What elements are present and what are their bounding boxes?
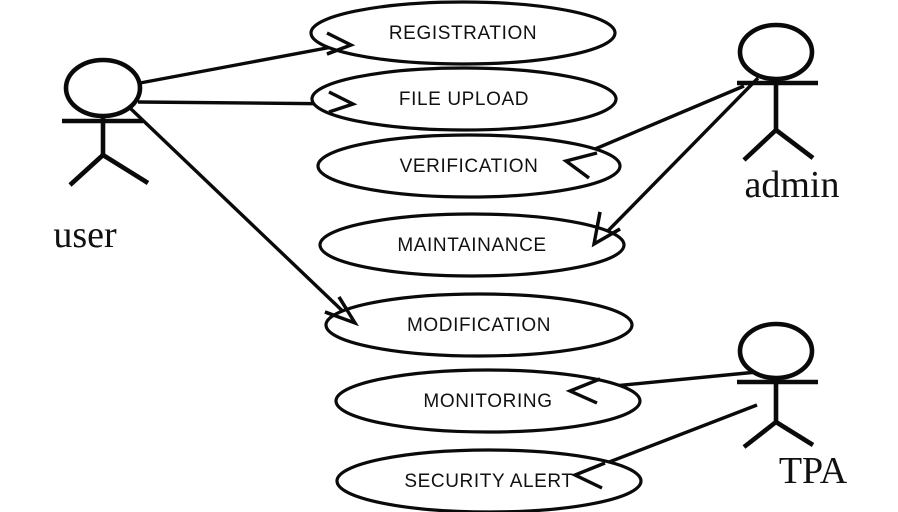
- use-case-label: MAINTAINANCE: [397, 235, 546, 256]
- actor-right-leg-line: [774, 420, 815, 447]
- actor-tpa[interactable]: TPA: [737, 321, 848, 492]
- association-line: [595, 76, 760, 244]
- use-case-maintainance[interactable]: MAINTAINANCE: [318, 212, 626, 278]
- association-line: [568, 84, 745, 162]
- actor-right-leg-line: [774, 128, 815, 160]
- actor-left-leg-line: [742, 128, 778, 162]
- use-case-registration[interactable]: REGISTRATION: [309, 0, 617, 66]
- arrowhead-icon-file-upload: [328, 90, 358, 114]
- use-case-ellipse: [335, 448, 643, 512]
- actor-left-leg-line: [68, 153, 105, 187]
- use-case-label: MONITORING: [423, 391, 552, 412]
- use-case-layer: REGISTRATION FILE UPLOAD VERIFICATION MA…: [309, 0, 643, 512]
- association-user-modification[interactable]: [128, 106, 360, 327]
- use-case-label: SECURITY ALERT: [404, 471, 573, 492]
- use-case-label: MODIFICATION: [407, 315, 551, 336]
- use-case-ellipse: [318, 212, 626, 278]
- use-case-ellipse: [316, 133, 622, 199]
- use-case-monitoring[interactable]: MONITORING: [334, 368, 642, 434]
- association-line: [139, 42, 349, 85]
- actor-label: TPA: [779, 450, 848, 492]
- actor-admin[interactable]: admin: [737, 22, 840, 206]
- use-case-verification[interactable]: VERIFICATION: [316, 133, 622, 199]
- use-case-file-upload[interactable]: FILE UPLOAD: [310, 66, 618, 132]
- actor-head-icon: [737, 22, 815, 82]
- actor-user[interactable]: user: [53, 57, 150, 256]
- arrowhead-icon-modification: [324, 296, 360, 327]
- arrowhead-icon-registration: [326, 31, 356, 56]
- use-case-security-alert[interactable]: SECURITY ALERT: [335, 448, 643, 512]
- use-case-ellipse: [310, 66, 618, 132]
- actor-label: user: [53, 214, 117, 256]
- arrowhead-icon-maintainance: [591, 211, 621, 248]
- use-case-modification[interactable]: MODIFICATION: [324, 292, 634, 358]
- actor-head-icon: [63, 57, 143, 119]
- use-case-label: FILE UPLOAD: [399, 89, 529, 110]
- actor-left-leg-line: [742, 420, 778, 449]
- actor-layer: user admin TPA: [53, 22, 848, 492]
- arrowhead-icon-security-alert: [570, 461, 606, 490]
- use-case-label: REGISTRATION: [389, 23, 537, 44]
- use-case-ellipse: [324, 292, 634, 358]
- association-line: [128, 106, 354, 322]
- use-case-label: VERIFICATION: [400, 156, 539, 177]
- use-case-ellipse: [309, 0, 617, 66]
- actor-head-icon: [737, 321, 815, 381]
- actor-right-leg-line: [101, 153, 150, 185]
- arrowhead-icon-verification: [562, 151, 598, 180]
- use-case-ellipse: [334, 368, 642, 434]
- arrowhead-icon-monitoring: [565, 377, 601, 405]
- arrowhead-overlay-layer: [324, 31, 621, 490]
- actor-label: admin: [745, 164, 840, 206]
